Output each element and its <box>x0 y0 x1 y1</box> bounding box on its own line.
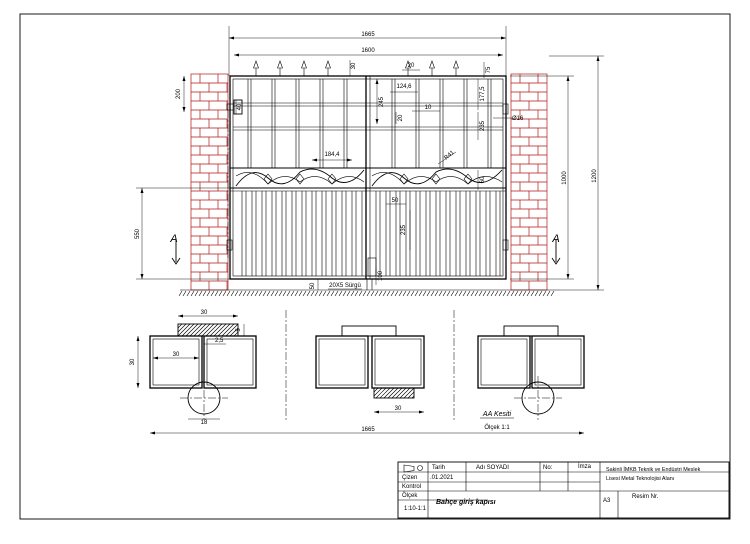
section-view-aa: 30 5 2,5 30 30 30 18 1665 AA Kesiti Ölçe… <box>130 310 585 435</box>
tb-olcek-value: 1:10-1:1 <box>404 506 427 512</box>
dim-1000: 1000 <box>510 75 574 280</box>
tb-resim-no: Resim Nr. <box>632 494 659 500</box>
tb-paper-size: A3 <box>603 498 611 504</box>
dim-text-200: 200 <box>176 88 182 99</box>
tb-col-imza: İmza <box>578 463 592 470</box>
dim-text-1665: 1665 <box>361 32 375 38</box>
lower-panel-pickets <box>241 191 501 276</box>
dim-text-sec-30-left: 30 <box>130 358 136 365</box>
upper-panel-grid <box>233 79 503 168</box>
dim-text-10: 10 <box>425 105 432 111</box>
dim-inner-width: 1600 <box>234 48 503 57</box>
projection-symbol-icon <box>403 464 423 473</box>
left-brick-pillar <box>190 73 229 291</box>
latch-bolt <box>366 257 377 290</box>
sheet-border <box>19 13 731 520</box>
dim-text-50-mid: 50 <box>392 198 399 204</box>
tb-col-no: No: <box>543 465 553 471</box>
tb-school-line2: Lisesi Metal Teknolojisi Alanı <box>606 476 674 482</box>
dim-text-235-bot: 235 <box>401 224 407 235</box>
tb-row-kontrol: Kontrol <box>402 484 421 490</box>
tb-col-adi: Adı SOYADI <box>476 465 509 471</box>
bolt-label: 20X5 Sürgü <box>329 283 361 289</box>
tb-school-line1: Sakinli İMKB Teknik ve Endüstri Meslek <box>606 466 701 473</box>
dim-text-r41: R41 <box>443 149 456 161</box>
dim-text-20-mid: 20 <box>398 114 404 121</box>
dim-200: 200 <box>176 76 186 112</box>
dim-text-20-top: 20 <box>408 63 415 69</box>
dim-text-sec-30-bottom: 30 <box>395 406 402 412</box>
dim-text-100: 100 <box>378 270 384 281</box>
dim-text-sec-30-top: 30 <box>201 310 208 316</box>
dim-text-40: 40 <box>237 103 243 110</box>
dim-text-184-4: 184,4 <box>324 152 340 158</box>
tb-cizen-date: .01.2021 <box>430 475 454 481</box>
dim-text-75: 75 <box>486 66 492 73</box>
dim-text-50-bot: 50 <box>310 282 316 289</box>
section-mark-right: A <box>551 233 561 265</box>
dim-text-sec-2-5: 2,5 <box>215 338 224 344</box>
dim-text-sec-30-inner: 30 <box>173 352 180 358</box>
dim-text-235-top: 235 <box>480 120 486 131</box>
dim-550: 550 <box>135 187 230 280</box>
tb-row-olcek: Ölçek <box>402 492 418 499</box>
tb-drawing-title: Bahçe giriş kapısı <box>436 499 496 506</box>
dim-text-60: 60 <box>480 176 486 183</box>
hinges <box>226 99 509 251</box>
section-scale: Ölçek 1:1 <box>484 424 510 431</box>
dim-text-sec-18: 18 <box>201 420 208 426</box>
decorative-scroll-band <box>235 168 503 187</box>
dim-text-sec-5: 5 <box>236 328 242 332</box>
section-mark-left: A <box>169 233 181 265</box>
svg-text:A: A <box>551 233 559 245</box>
section-title: AA Kesiti <box>482 411 512 418</box>
right-brick-pillar <box>510 73 548 291</box>
ground-line <box>178 289 560 297</box>
dim-text-1200: 1200 <box>592 169 598 183</box>
dim-text-177-5: 177,5 <box>480 86 486 102</box>
dim-1200: 1200 <box>549 55 604 291</box>
dim-text-550: 550 <box>135 228 141 239</box>
spear-tips <box>253 60 459 76</box>
dim-overall-width: 1665 <box>228 26 507 76</box>
dim-text-1000: 1000 <box>562 171 568 185</box>
tb-col-tarih: Tarih <box>432 465 445 471</box>
dim-text-124-6: 124,6 <box>396 84 412 90</box>
title-block: Tarih Adı SOYADI No: İmza Çizen .01.2021… <box>397 461 730 519</box>
dim-text-245: 245 <box>379 96 385 107</box>
dim-text-1600: 1600 <box>361 48 375 54</box>
tb-row-cizen: Çizen <box>402 475 417 481</box>
dim-text-30-top: 30 <box>351 62 357 69</box>
gate-frame <box>229 75 507 280</box>
front-view: 1665 1600 200 30 20 75 245 124,6 <box>135 26 604 297</box>
dim-text-dia16: Ø16 <box>512 116 524 122</box>
svg-text:A: A <box>169 233 177 245</box>
dim-text-sec-1665: 1665 <box>361 427 375 433</box>
